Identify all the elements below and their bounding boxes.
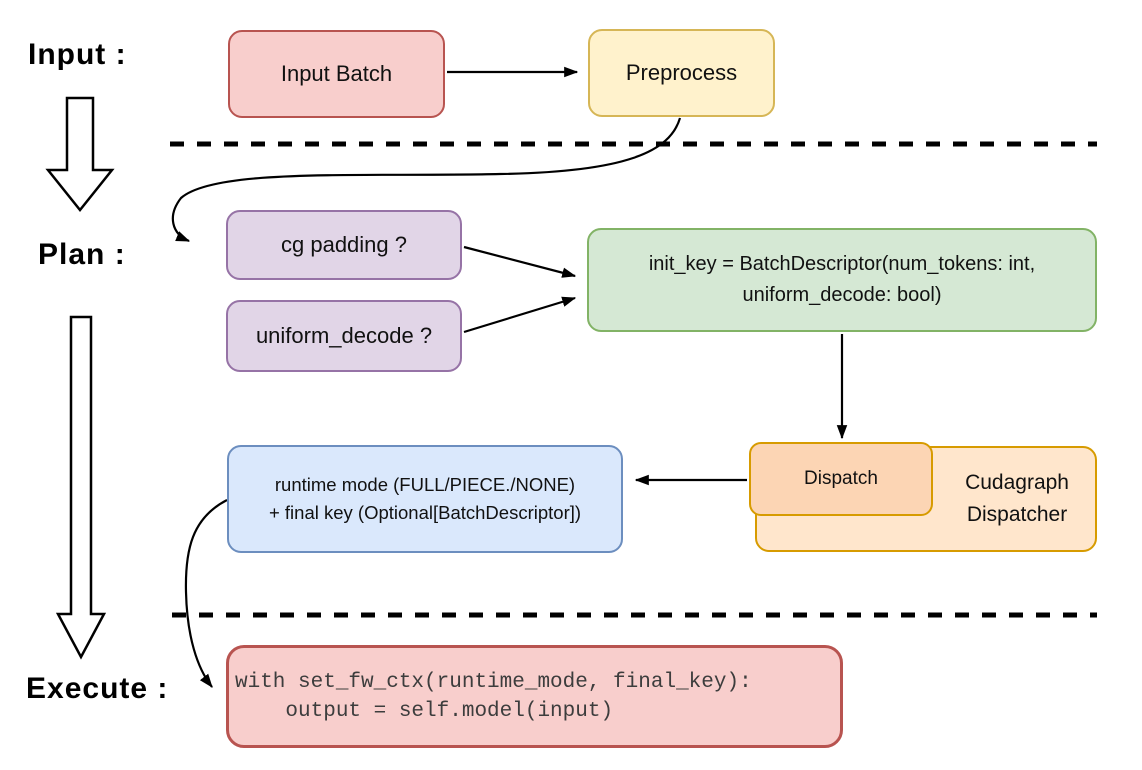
arrow-uniformdecode-to-initkey: [463, 296, 577, 334]
node-uniform-decode-label: uniform_decode ?: [255, 323, 433, 349]
node-runtime-result: runtime mode (FULL/PIECE./NONE) + final …: [227, 445, 623, 553]
arrow-cgpadding-to-initkey: [463, 245, 577, 278]
input-stage-arrow-icon: [45, 96, 115, 213]
node-execute-code: with set_fw_ctx(runtime_mode, final_key)…: [226, 645, 843, 748]
node-init-key-label: init_key = BatchDescriptor(num_tokens: i…: [648, 253, 1036, 306]
node-preprocess: Preprocess: [588, 29, 775, 117]
node-cg-padding: cg padding ?: [226, 210, 462, 280]
node-init-key: init_key = BatchDescriptor(num_tokens: i…: [587, 228, 1097, 332]
stage-label-plan: Plan :: [38, 238, 126, 271]
node-dispatch: Dispatch: [749, 442, 933, 516]
node-cg-padding-label: cg padding ?: [281, 232, 407, 258]
node-input-batch: Input Batch: [228, 30, 445, 118]
node-input-batch-label: Input Batch: [280, 61, 393, 87]
execute-code-text: with set_fw_ctx(runtime_mode, final_key)…: [235, 670, 752, 723]
node-preprocess-label: Preprocess: [625, 60, 738, 86]
arrow-runtime-to-execute-code: [184, 499, 228, 688]
stage-label-execute: Execute :: [26, 672, 169, 705]
node-uniform-decode: uniform_decode ?: [226, 300, 462, 372]
node-dispatch-label: Dispatch: [804, 468, 878, 490]
arrow-preprocess-to-cgpadding: [171, 117, 682, 243]
plan-stage-arrow-icon: [55, 315, 107, 660]
node-cudagraph-dispatcher-label: Cudagraph Dispatcher: [965, 471, 1069, 526]
stage-label-input: Input :: [28, 38, 127, 71]
node-runtime-result-label: runtime mode (FULL/PIECE./NONE) + final …: [268, 474, 582, 523]
